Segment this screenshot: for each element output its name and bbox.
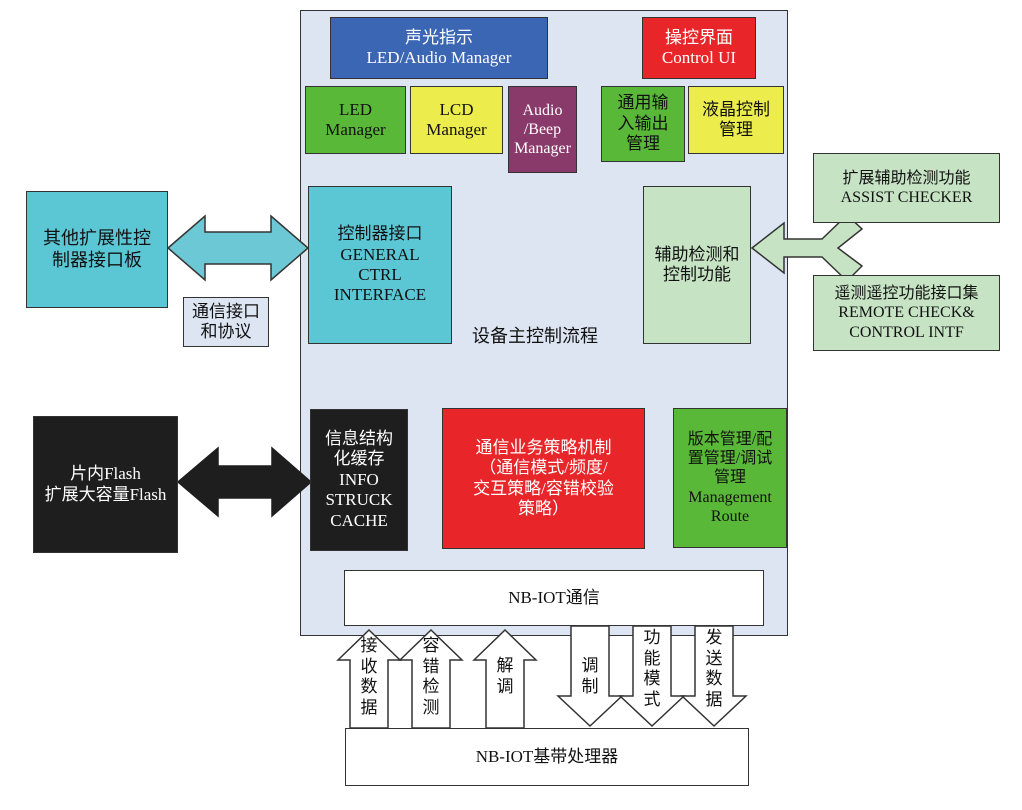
assist-fork-arrow <box>750 213 864 283</box>
assist-control-block: 辅助检测和 控制功能 <box>643 186 751 344</box>
info-struck-cache-block: 信息结构 化缓存 INFO STRUCK CACHE <box>310 409 408 551</box>
flash-cache-arrow <box>176 446 313 518</box>
comm-interface-arrow <box>166 214 310 282</box>
demodulate-arrow <box>472 628 538 729</box>
modulate-arrow <box>556 625 624 728</box>
lcd-manager-block: LCD Manager <box>410 86 503 154</box>
nbiot-baseband-block: NB-IOT基带处理器 <box>345 728 749 786</box>
control-ui-block: 操控界面 Control UI <box>642 17 756 79</box>
demodulate-label: 解调 <box>496 656 514 696</box>
function-mode-label: 功能模式 <box>643 628 661 710</box>
remote-check-block: 遥测遥控功能接口集 REMOTE CHECK& CONTROL INTF <box>813 275 1000 351</box>
assist-checker-block: 扩展辅助检测功能 ASSIST CHECKER <box>813 153 1000 223</box>
comm-strategy-block: 通信业务策略机制 （通信模式/频度/ 交互策略/容错校验 策略） <box>442 408 645 549</box>
main-flow-label: 设备主控制流程 <box>472 326 598 347</box>
led-audio-manager-block: 声光指示 LED/Audio Manager <box>330 17 548 79</box>
audio-beep-manager-block: Audio /Beep Manager <box>508 86 577 173</box>
gpio-manager-block: 通用输 入输出 管理 <box>601 86 685 162</box>
function-mode-arrow <box>618 625 686 728</box>
general-ctrl-interface-block: 控制器接口 GENERAL CTRL INTERFACE <box>308 186 452 344</box>
modulate-label: 调制 <box>581 656 599 696</box>
led-manager-block: LED Manager <box>305 86 406 154</box>
comm-protocol-block: 通信接口 和协议 <box>183 297 269 347</box>
lcd-control-block: 液晶控制 管理 <box>688 86 784 154</box>
other-ext-ctrl-block: 其他扩展性控 制器接口板 <box>26 191 168 308</box>
receive-data-arrow <box>336 628 402 729</box>
flash-block: 片内Flash 扩展大容量Flash <box>33 416 178 553</box>
nbiot-comm-block: NB-IOT通信 <box>344 570 764 626</box>
error-detect-arrow <box>398 628 464 729</box>
management-route-block: 版本管理/配 置管理/调试 管理 Management Route <box>673 408 787 548</box>
send-data-label: 发送数据 <box>705 628 723 710</box>
receive-data-label: 接收数据 <box>360 636 378 718</box>
send-data-arrow <box>680 625 748 728</box>
error-detect-label: 容错检测 <box>422 636 440 718</box>
